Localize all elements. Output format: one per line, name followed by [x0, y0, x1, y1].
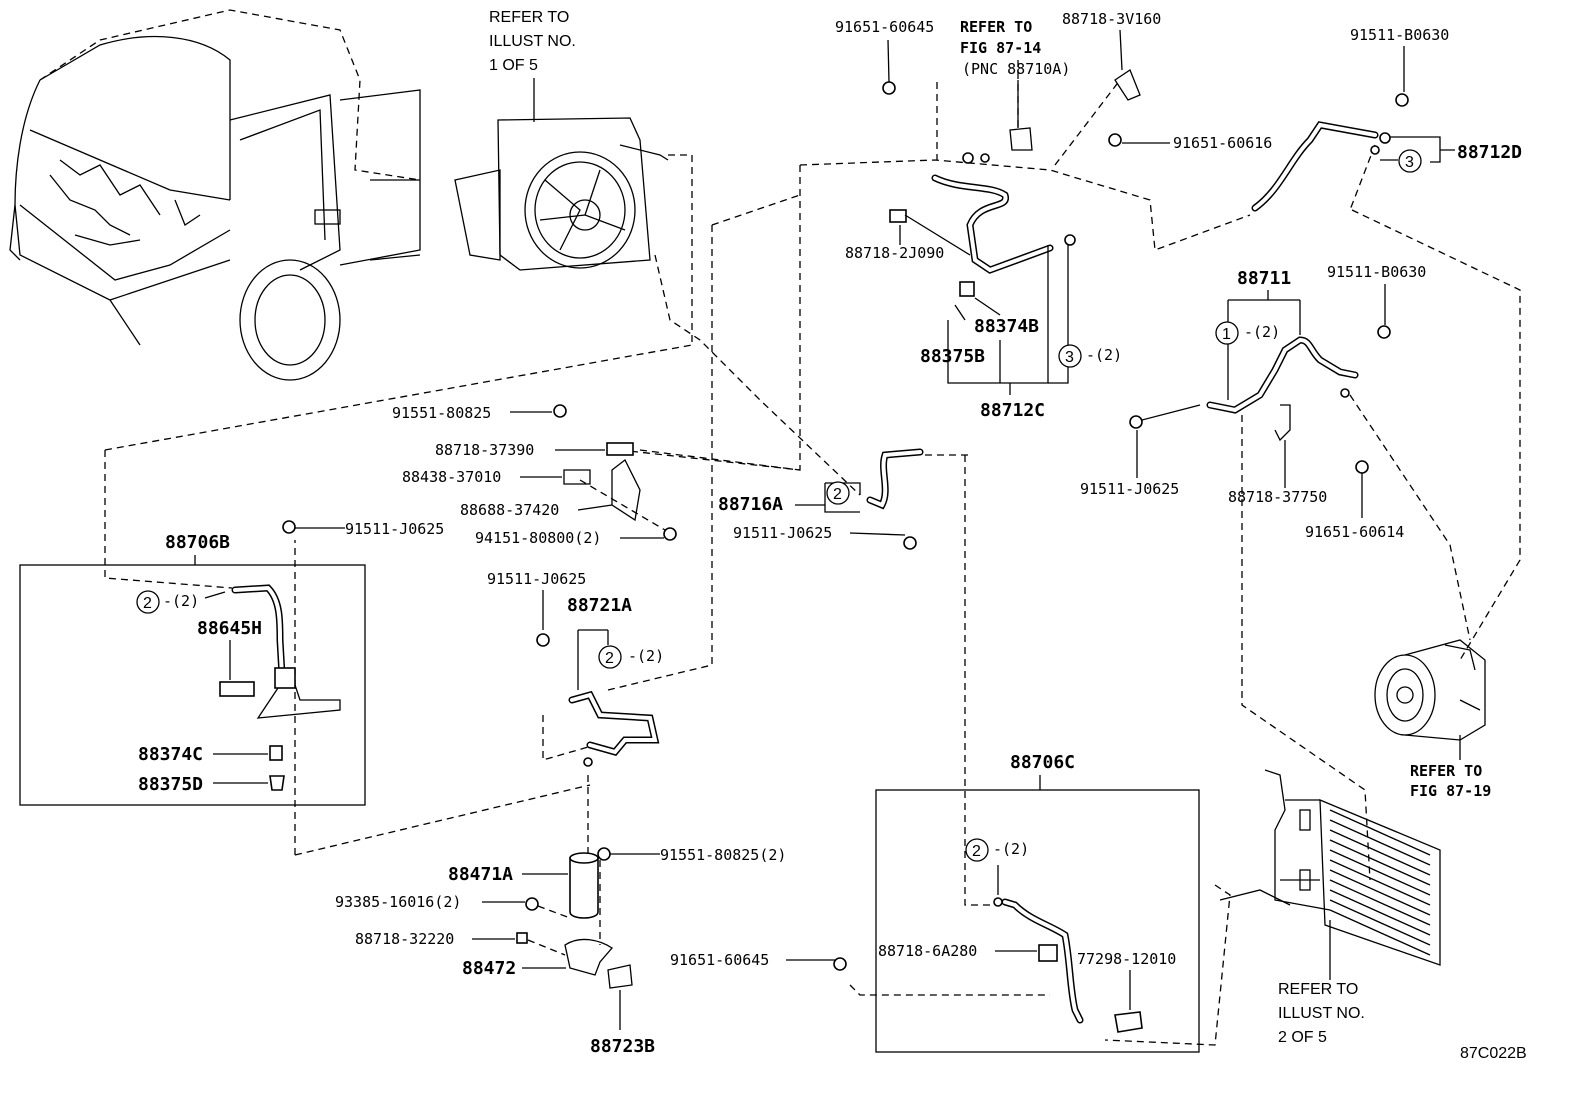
part-88471A: 88471A [448, 864, 513, 885]
part-91551-80825-2: 91551-80825(2) [660, 846, 786, 864]
refer-illust-1-line3: 1 OF 5 [489, 57, 538, 74]
circle-2-right: 2 [972, 843, 981, 860]
circle-2-mid: 2 [605, 650, 614, 667]
part-88718-37750: 88718-37750 [1228, 488, 1327, 506]
top-hose-assembly [882, 69, 1141, 321]
compressor-illustration [1374, 639, 1486, 741]
qty-2-mid: -(2) [628, 647, 664, 665]
refer-fig-87-14-line1: REFER TO [960, 18, 1032, 36]
diagram-code: 87C022B [1460, 1045, 1527, 1062]
qty-2-right: -(2) [993, 840, 1029, 858]
part-91511-B0630-top: 91511-B0630 [1350, 26, 1449, 44]
part-88472: 88472 [462, 958, 516, 979]
circle-3-left: 3 [1065, 349, 1074, 366]
refer-fig-87-14-line3: (PNC 88710A) [962, 60, 1070, 78]
fan-unit-illustration [454, 117, 861, 496]
part-88718-32220: 88718-32220 [355, 930, 454, 948]
refer-illust-1-line1: REFER TO [489, 9, 569, 26]
refer-fig-87-19-line1: REFER TO [1410, 762, 1482, 780]
part-88706C: 88706C [1010, 752, 1075, 773]
refer-fig-87-19-line2: FIG 87-19 [1410, 782, 1491, 800]
part-91511-J0625-right: 91511-J0625 [1080, 480, 1179, 498]
part-91651-60614: 91651-60614 [1305, 523, 1404, 541]
part-88712D: 88712D [1457, 142, 1522, 163]
part-94151-80800: 94151-80800(2) [475, 529, 601, 547]
part-91511-J0625-lower: 91511-J0625 [487, 570, 586, 588]
part-88716A: 88716A [718, 494, 783, 515]
part-88718-3V160: 88718-3V160 [1062, 10, 1161, 28]
part-88375B: 88375B [920, 346, 985, 367]
refer-illust-2-line1: REFER TO [1278, 981, 1358, 998]
circle-2-left: 2 [143, 595, 152, 612]
part-91551-80825: 91551-80825 [392, 404, 491, 422]
part-88374C: 88374C [138, 744, 203, 765]
part-91651-60616: 91651-60616 [1173, 134, 1272, 152]
box-88706B [19, 564, 366, 806]
qty-2-left: -(2) [163, 592, 199, 610]
circle-1: 1 [1222, 326, 1231, 343]
qty-3-left: -(2) [1086, 346, 1122, 364]
part-91511-J0625-left: 91511-J0625 [345, 520, 444, 538]
box-88706C [875, 789, 1200, 1053]
part-88374B: 88374B [974, 316, 1039, 337]
part-93385-16016: 93385-16016(2) [335, 893, 461, 911]
qty-1: -(2) [1244, 323, 1280, 341]
part-88706B: 88706B [165, 532, 230, 553]
part-88718-37390: 88718-37390 [435, 441, 534, 459]
part-88721A: 88721A [567, 595, 632, 616]
part-88375D: 88375D [138, 774, 203, 795]
circle-2-mid-top: 2 [833, 486, 842, 503]
part-88711: 88711 [1237, 268, 1291, 289]
part-88712C: 88712C [980, 400, 1045, 421]
refer-illust-1-line2: ILLUST NO. [489, 33, 576, 50]
refer-illust-2-line3: 2 OF 5 [1278, 1029, 1327, 1046]
part-88723B: 88723B [590, 1036, 655, 1057]
part-91651-60645-top: 91651-60645 [835, 18, 934, 36]
part-77298-12010: 77298-12010 [1077, 950, 1176, 968]
part-88688-37420: 88688-37420 [460, 501, 559, 519]
part-88438-37010: 88438-37010 [402, 468, 501, 486]
part-88645H: 88645H [197, 618, 262, 639]
circle-3-top-right: 3 [1405, 154, 1414, 171]
refer-illust-2-line2: ILLUST NO. [1278, 1005, 1365, 1022]
part-88718-6A280: 88718-6A280 [878, 942, 977, 960]
refer-fig-87-14-line2: FIG 87-14 [960, 39, 1041, 57]
dashed-routing-lines [104, 60, 1521, 1046]
part-91511-J0625-mid: 91511-J0625 [733, 524, 832, 542]
truck-illustration [9, 9, 421, 381]
part-91511-B0630-mid: 91511-B0630 [1327, 263, 1426, 281]
condenser-illustration [1219, 769, 1441, 966]
part-88718-2J090: 88718-2J090 [845, 244, 944, 262]
part-91651-60645-bottom: 91651-60645 [670, 951, 769, 969]
